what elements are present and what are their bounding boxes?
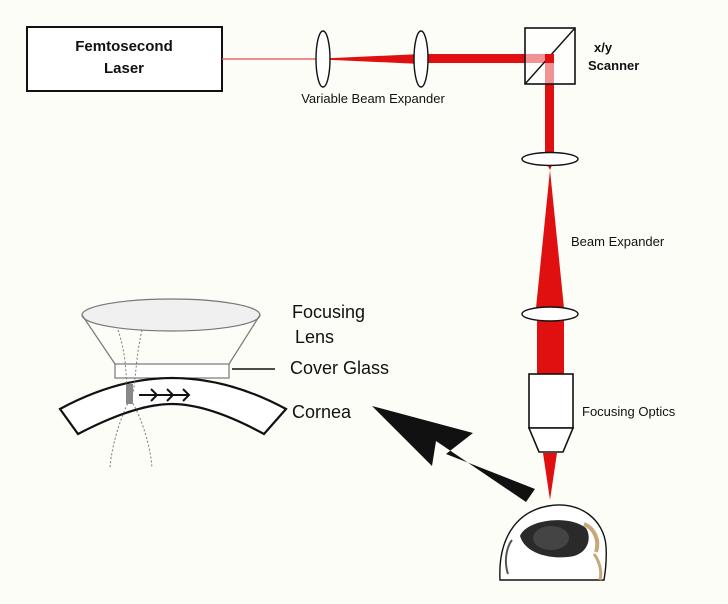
beam-wide (537, 314, 564, 374)
inset-cover-glass (115, 364, 229, 378)
scanner-label-line1: x/y (594, 40, 613, 55)
scanner-label-line2: Scanner (588, 58, 639, 73)
cover-glass-label: Cover Glass (290, 358, 389, 378)
inset-incision-mark (126, 384, 133, 404)
beam-expander-label: Beam Expander (571, 234, 665, 249)
focusing-lens-label-line2: Lens (295, 327, 334, 347)
laser-label-line2: Laser (104, 60, 144, 77)
variable-expander-lens-1 (316, 31, 330, 87)
beam-expander-lens-bottom (522, 307, 578, 321)
focusing-optics-label: Focusing Optics (582, 404, 676, 419)
xy-scanner (525, 28, 575, 84)
focusing-lens-label-line1: Focusing (292, 302, 365, 322)
cornea-label: Cornea (292, 402, 352, 422)
variable-beam-expander-label: Variable Beam Expander (301, 91, 445, 106)
beam-expander-lens-top (522, 153, 578, 166)
variable-expander-lens-2 (414, 31, 428, 87)
femtosecond-laser: Femtosecond Laser (27, 27, 222, 91)
focusing-optics (529, 374, 573, 452)
laser-label-line1: Femtosecond (75, 38, 173, 55)
